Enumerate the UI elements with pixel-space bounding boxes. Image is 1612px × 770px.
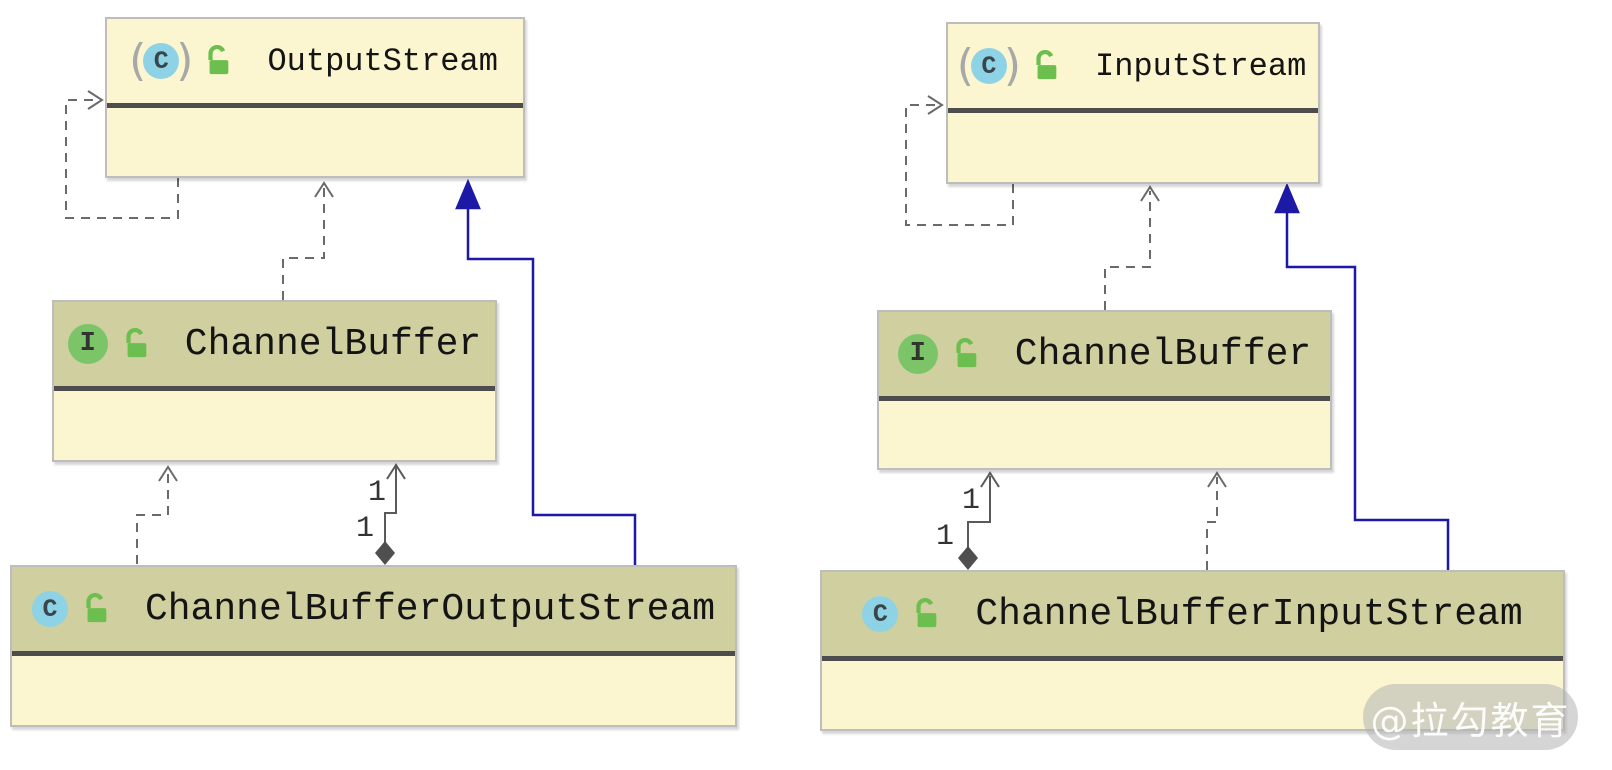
class-icon: C [862,596,899,632]
node-title: ChannelBuffer [184,322,482,366]
node-body [948,113,1318,182]
unlock-icon [916,598,937,628]
class-icon-letter: C [872,599,888,629]
edge-cbos-to-channelbuffer-dependency[interactable] [136,465,178,564]
paren-close-glyph: ) [1003,40,1022,91]
inheritance-arrowhead-icon [1274,182,1300,214]
name-separator [107,103,523,108]
name-separator [822,656,1563,661]
watermark-badge: @拉勾教育 [1363,684,1578,750]
name-separator [948,108,1318,113]
dependency-arrowhead-icon [1207,471,1227,488]
node-title: ChannelBuffer [1014,332,1312,376]
class-icon: C [143,43,180,79]
class-icon-letter: C [42,594,58,624]
interface-node-channelbuffer-right[interactable]: I ChannelBuffer [877,310,1332,470]
node-body [107,108,523,176]
class-node-inputstream[interactable]: ( C ) InputStream [946,22,1320,184]
unlock-icon [956,338,977,368]
edge-inputstream-self-dependency[interactable] [905,95,1014,226]
node-header: I ChannelBuffer [54,302,495,386]
interface-icon-letter: I [909,339,926,369]
dependency-arrowhead-icon [927,95,944,115]
interface-icon: I [67,324,108,364]
node-header: ( C ) InputStream [948,24,1318,108]
node-header: C ChannelBufferInputStream [822,572,1563,656]
watermark-text: @拉勾教育 [1370,698,1571,743]
composition-diamond-icon [375,541,395,565]
multiplicity-label: 1 [368,476,387,510]
edge-cbis-extends-inputstream[interactable] [1274,182,1450,570]
multiplicity-label: 1 [962,484,981,518]
unlock-icon [86,593,107,623]
multiplicity-label: 1 [356,512,375,546]
edge-cbos-extends-outputstream[interactable] [455,178,637,565]
unlock-icon [126,328,147,358]
edge-cbis-channelbuffer-composition[interactable] [958,471,1000,570]
interface-node-channelbuffer-left[interactable]: I ChannelBuffer [52,300,497,462]
node-header: ( C ) OutputStream [107,19,523,103]
node-header: C ChannelBufferOutputStream [12,567,735,651]
dependency-arrowhead-icon [1140,185,1160,202]
dependency-arrowhead-icon [314,181,334,198]
paren-close-glyph: ) [176,35,194,86]
paren-open-glyph: ( [956,40,974,91]
edge-cbis-to-channelbuffer-dependency[interactable] [1206,471,1227,570]
aggregation-arrowhead-icon [386,463,406,480]
aggregation-arrowhead-icon [980,471,1000,488]
class-icon: C [970,48,1007,84]
edge-channelbuffer-to-inputstream-dependency[interactable] [1104,185,1160,310]
node-title: OutputStream [267,42,498,80]
node-body [54,391,495,460]
composition-diamond-icon [958,546,978,570]
node-title: ChannelBufferInputStream [975,592,1523,636]
class-node-channelbufferoutputstream[interactable]: C ChannelBufferOutputStream [10,565,737,727]
class-icon-letter: C [153,46,169,76]
name-separator [879,396,1330,401]
name-separator [54,386,495,391]
multiplicity-label: 1 [936,520,955,554]
interface-icon: I [897,334,938,374]
class-icon-letter: C [981,51,997,81]
edge-cbos-channelbuffer-composition[interactable] [375,463,406,565]
node-title: InputStream [1095,47,1307,85]
name-separator [12,651,735,656]
edge-outputstream-self-dependency[interactable] [65,90,179,219]
dependency-arrowhead-icon [158,465,178,482]
interface-icon-letter: I [79,329,96,359]
node-body [12,656,735,725]
class-icon: C [31,591,68,627]
dependency-arrowhead-icon [87,90,104,110]
paren-open-glyph: ( [129,35,147,86]
node-title: ChannelBufferOutputStream [144,587,716,631]
node-header: I ChannelBuffer [879,312,1330,396]
node-body [879,401,1330,468]
unlock-icon [1036,50,1057,80]
edge-channelbuffer-to-outputstream-dependency[interactable] [282,181,334,300]
class-node-outputstream[interactable]: ( C ) OutputStream [105,17,525,178]
unlock-icon [208,45,229,75]
inheritance-arrowhead-icon [455,178,481,210]
